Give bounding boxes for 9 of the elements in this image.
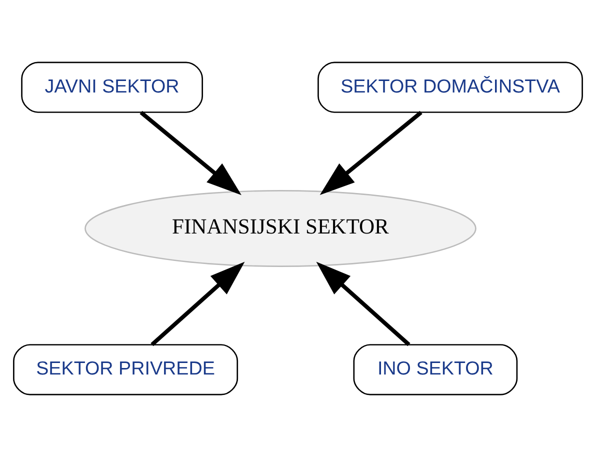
arrow: [316, 262, 410, 346]
arrow: [320, 110, 422, 196]
arrow: [140, 110, 242, 196]
arrow: [150, 262, 245, 346]
node-ellipse: FINANSIJSKI SEKTOR: [84, 190, 476, 267]
node-box: JAVNI SEKTOR: [21, 62, 203, 113]
node-box: SEKTOR DOMAČINSTVA: [318, 62, 583, 113]
node-box: INO SEKTOR: [353, 344, 518, 396]
node-box: SEKTOR PRIVREDE: [13, 344, 238, 396]
